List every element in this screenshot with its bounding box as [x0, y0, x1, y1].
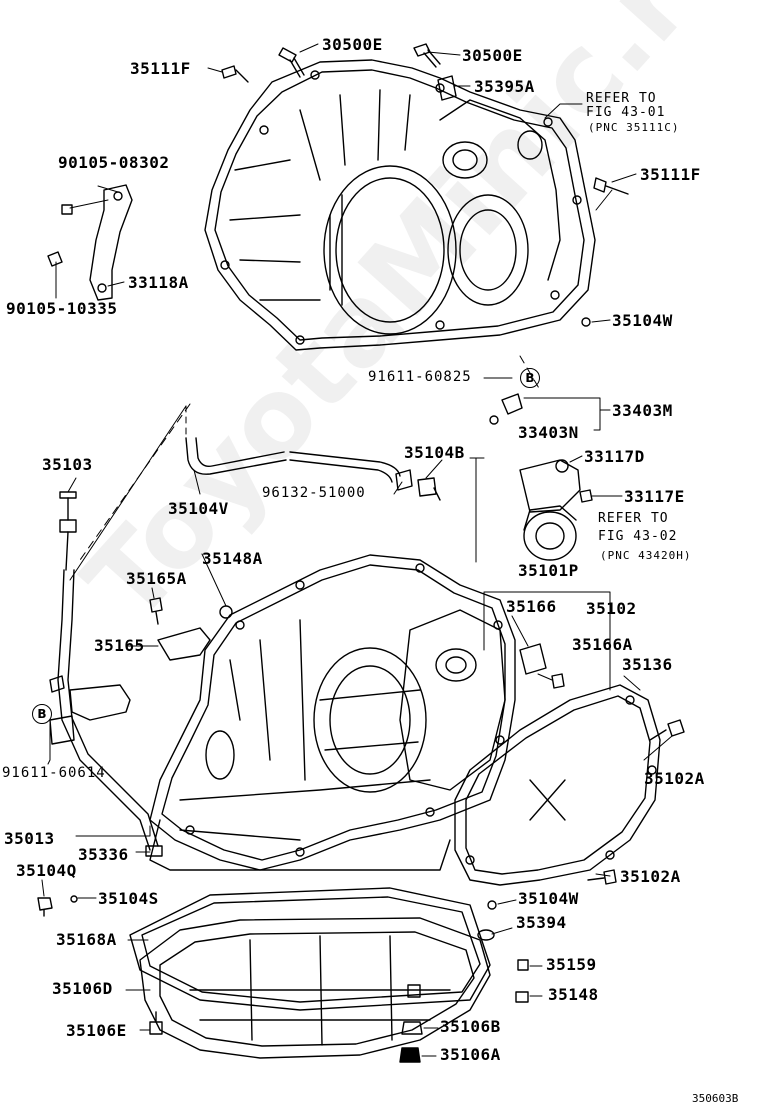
plug-35148 [515, 991, 529, 1003]
label-35165a: 35165A [126, 569, 187, 588]
plug-35104s [70, 895, 78, 903]
seal-ref-fig-43-02 [523, 505, 577, 561]
sensor-33117d [519, 459, 581, 513]
label-35148a: 35148A [202, 549, 263, 568]
transaxle-housing [204, 59, 596, 351]
clip-33403 [489, 393, 523, 425]
hose-clip-96132-51000 [395, 469, 413, 491]
transmission-case [149, 554, 516, 871]
bracket-35166 [519, 643, 547, 675]
ref-fig-43-02-line2: FIG 43-02 [598, 529, 678, 544]
label-35103: 35103 [42, 455, 93, 474]
label-35104s: 35104S [98, 889, 159, 908]
gasket-35394 [477, 929, 495, 941]
label-35104w-b: 35104W [518, 889, 579, 908]
label-35013: 35013 [4, 829, 55, 848]
leader-lines [41, 43, 673, 1057]
fitting-35104b [417, 477, 441, 501]
bolt-35166a [551, 673, 565, 689]
label-35106e: 35106E [66, 1021, 127, 1040]
label-33118a: 33118A [128, 273, 189, 292]
bolt-35104q [37, 897, 53, 917]
label-33117d: 33117D [584, 447, 645, 466]
label-35106a: 35106A [440, 1045, 501, 1064]
label-91611-60614: 91611-60614 [2, 765, 106, 781]
label-35111f-b: 35111F [640, 165, 701, 184]
label-35168a: 35168A [56, 930, 117, 949]
label-35106d: 35106D [52, 979, 113, 998]
drain-plug-35106a [399, 1047, 421, 1063]
bolt-35111f-b [593, 177, 629, 195]
label-35101p: 35101P [518, 561, 579, 580]
label-35165: 35165 [94, 636, 145, 655]
label-35159: 35159 [546, 955, 597, 974]
label-90105-08302: 90105-08302 [58, 153, 170, 172]
label-33117e: 33117E [624, 487, 685, 506]
breather-hose-35104v [185, 437, 401, 483]
ref-marker-b-left: B [32, 704, 52, 724]
label-33403m: 33403M [612, 401, 673, 420]
cover-plate-35165 [157, 627, 211, 661]
plug-35104w-b [487, 900, 497, 910]
label-35395a: 35395A [474, 77, 535, 96]
plug-35395a [437, 75, 457, 101]
bolt-35165a [149, 597, 163, 625]
label-35394: 35394 [516, 913, 567, 932]
bolt-33117e [579, 489, 593, 503]
label-35106b: 35106B [440, 1017, 501, 1036]
ref-fig-43-01-line1: REFER TO [586, 91, 657, 106]
ref-fig-43-01-line3: (PNC 35111C) [588, 121, 680, 134]
label-35336: 35336 [78, 845, 129, 864]
ref-fig-43-02-line3: (PNC 43420H) [600, 549, 692, 562]
label-30500e-b: 30500E [462, 46, 523, 65]
label-30500e-a: 30500E [322, 35, 383, 54]
pan-gasket-35168a [129, 887, 491, 1011]
bracket-33118a [47, 184, 133, 301]
label-35166a: 35166A [572, 635, 633, 654]
dipstick-35103 [59, 491, 77, 571]
bolt-30500e-a [278, 47, 305, 78]
label-35102: 35102 [586, 599, 637, 618]
label-35136: 35136 [622, 655, 673, 674]
ref-fig-43-01-line2: FIG 43-01 [586, 105, 666, 120]
label-91611-60825: 91611-60825 [368, 369, 472, 385]
label-33403n: 33403N [518, 423, 579, 442]
ref-marker-b-top: B [520, 368, 540, 388]
label-35104v: 35104V [168, 499, 229, 518]
bolt-35102a-a [649, 719, 685, 741]
bracket-91611-60614 [49, 675, 131, 745]
label-35166: 35166 [506, 597, 557, 616]
label-35104q: 35104Q [16, 861, 77, 880]
plug-35148a [219, 605, 233, 619]
label-35148: 35148 [548, 985, 599, 1004]
bolt-35111f-a [221, 65, 249, 83]
label-90105-10335: 90105-10335 [6, 299, 118, 318]
side-cover-35102 [454, 684, 661, 886]
label-35104b: 35104B [404, 443, 465, 462]
oil-pan-35106d [139, 917, 491, 1059]
drain-plug-35106b [401, 1021, 423, 1035]
label-96132-51000: 96132-51000 [262, 485, 366, 501]
label-35102a-b: 35102A [620, 867, 681, 886]
plug-35104w-a [581, 317, 591, 327]
label-35104w-a: 35104W [612, 311, 673, 330]
figure-code: 350603B [692, 1092, 739, 1105]
ref-fig-43-02-line1: REFER TO [598, 511, 669, 526]
label-35111f-a: 35111F [130, 59, 191, 78]
bolt-35102a-b [587, 869, 617, 885]
bolt-30500e-b [413, 43, 441, 68]
label-35102a-a: 35102A [644, 769, 705, 788]
magnet-35159 [517, 959, 529, 971]
